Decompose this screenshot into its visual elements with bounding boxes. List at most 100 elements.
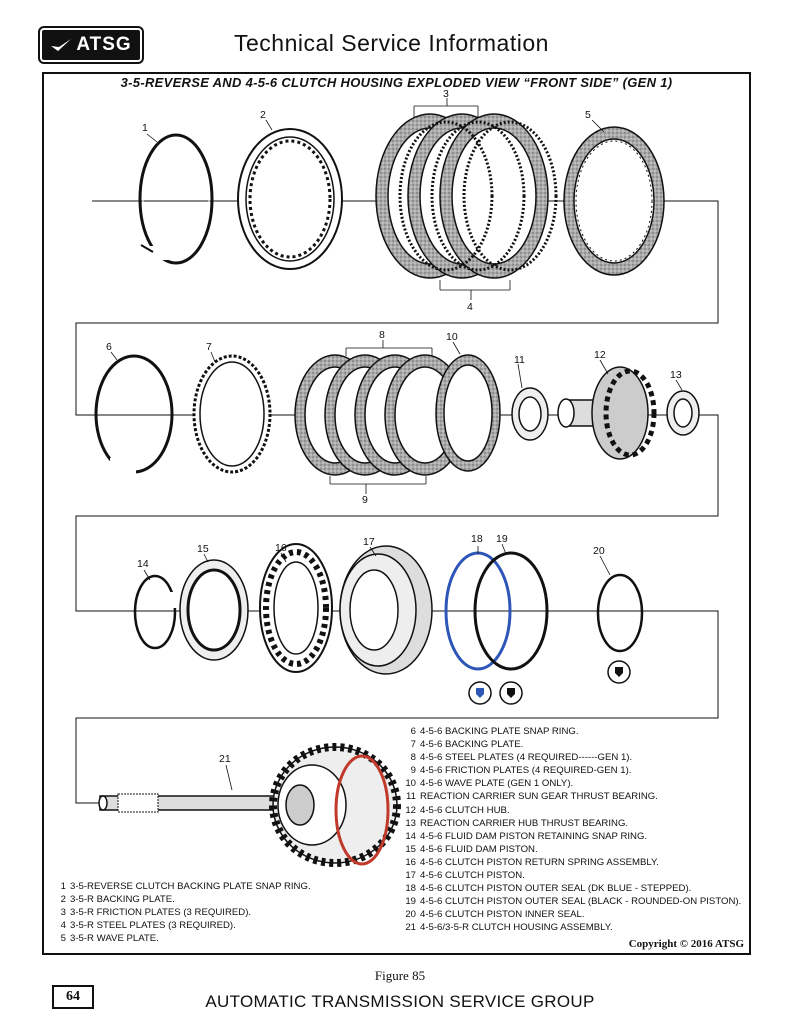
callout-numbers: 1 2 3 4 5 6 7 8 10 9 11 12 13 14 15 16 1… bbox=[106, 88, 682, 765]
part-7-backing-plate bbox=[192, 354, 272, 474]
legend-item-number: 1 bbox=[60, 881, 66, 892]
part-16-return-spring-assembly bbox=[259, 543, 333, 673]
legend-item-number: 13 bbox=[405, 817, 416, 829]
footer-text: AUTOMATIC TRANSMISSION SERVICE GROUP bbox=[205, 992, 595, 1011]
legend-item-number: 14 bbox=[405, 830, 416, 842]
seal-profile-icon-20 bbox=[607, 660, 631, 684]
legend-item-text: 4-5-6 CLUTCH PISTON OUTER SEAL (BLACK - … bbox=[420, 896, 742, 908]
legend-item-text: 4-5-6 FRICTION PLATES (4 REQUIRED-GEN 1)… bbox=[420, 765, 632, 777]
callout-18: 18 bbox=[471, 533, 483, 545]
legend-item: 7 4-5-6 BACKING PLATE. bbox=[402, 738, 741, 751]
legend-item-text: 4-5-6 BACKING PLATE SNAP RING. bbox=[420, 726, 579, 737]
part-21-clutch-housing bbox=[98, 743, 401, 867]
part-17-clutch-piston bbox=[339, 545, 433, 675]
page-title: Technical Service Information bbox=[234, 30, 549, 56]
page-number: 64 bbox=[52, 985, 94, 1009]
legend-item-number: 16 bbox=[405, 856, 416, 868]
callout-6: 6 bbox=[106, 341, 112, 353]
part-1-snap-ring bbox=[138, 133, 214, 265]
part-3-friction-plates bbox=[375, 113, 549, 279]
legend-item-text: 4-5-6 BACKING PLATE. bbox=[420, 739, 524, 751]
callout-9: 9 bbox=[362, 494, 368, 506]
part-20-inner-seal bbox=[596, 573, 644, 653]
legend-item-number: 4 bbox=[60, 920, 66, 932]
legend-item-number: 20 bbox=[405, 909, 416, 921]
legend-item: 4 3-5-R STEEL PLATES (3 REQUIRED). bbox=[52, 919, 311, 932]
callout-16: 16 bbox=[275, 542, 287, 554]
legend-item-text: 4-5-6 FLUID DAM PISTON. bbox=[420, 843, 538, 855]
legend-item: 19 4-5-6 CLUTCH PISTON OUTER SEAL (BLACK … bbox=[402, 895, 741, 908]
assembly-centerline bbox=[75, 200, 719, 804]
legend-item: 8 4-5-6 STEEL PLATES (4 REQUIRED------GEN… bbox=[402, 751, 741, 764]
part-5-wave-plate bbox=[563, 126, 665, 276]
legend-item-number: 21 bbox=[405, 922, 416, 934]
part-2-backing-plate bbox=[237, 128, 343, 270]
callout-15: 15 bbox=[197, 543, 209, 555]
part-13-thrust-bearing bbox=[666, 390, 700, 436]
legend-item-text: 4-5-6/3-5-R CLUTCH HOUSING ASSEMBLY. bbox=[420, 922, 613, 934]
callout-1: 1 bbox=[142, 122, 148, 134]
callout-17: 17 bbox=[363, 536, 375, 548]
seal-profile-icon-19 bbox=[499, 681, 523, 705]
legend-item-text: 4-5-6 CLUTCH PISTON. bbox=[420, 870, 525, 882]
legend-item: 1 3-5-REVERSE CLUTCH BACKING PLATE SNAP R… bbox=[52, 880, 311, 893]
legend-item-number: 2 bbox=[60, 894, 66, 906]
legend-item-text: 3-5-REVERSE CLUTCH BACKING PLATE SNAP RI… bbox=[70, 881, 311, 892]
callout-20: 20 bbox=[593, 545, 605, 557]
diagram-frame bbox=[42, 72, 751, 955]
seal-profile-icon-18 bbox=[468, 681, 492, 705]
legend-item-number: 10 bbox=[405, 778, 416, 790]
leader-lines bbox=[110, 98, 683, 791]
legend-item-text: 3-5-R STEEL PLATES (3 REQUIRED). bbox=[70, 920, 236, 932]
legend-item-number: 8 bbox=[410, 752, 416, 764]
logo-text: ATSG bbox=[76, 34, 132, 55]
legend-item-number: 6 bbox=[410, 726, 416, 737]
callout-4: 4 bbox=[467, 301, 473, 313]
callout-9-10: 10 bbox=[446, 331, 458, 343]
legend-item: 17 4-5-6 CLUTCH PISTON. bbox=[402, 869, 741, 882]
diagram-title: 3-5-REVERSE AND 4-5-6 CLUTCH HOUSING EXP… bbox=[120, 75, 673, 90]
callout-2: 2 bbox=[260, 109, 266, 121]
callout-7: 7 bbox=[206, 341, 212, 353]
copyright: Copyright © 2016 ATSG bbox=[628, 938, 744, 950]
part-15-fluid-dam-piston bbox=[179, 559, 249, 661]
legend-item-number: 19 bbox=[405, 896, 416, 908]
legend-item-number: 7 bbox=[410, 739, 416, 751]
legend-item: 14 4-5-6 FLUID DAM PISTON RETAINING SNAP … bbox=[402, 830, 741, 843]
part-14-snap-ring bbox=[133, 574, 180, 650]
legend-item: 9 4-5-6 FRICTION PLATES (4 REQUIRED-GEN 1… bbox=[402, 764, 741, 777]
callout-5: 5 bbox=[585, 109, 591, 121]
callout-13: 13 bbox=[670, 369, 682, 381]
legend-item-text: 4-5-6 FLUID DAM PISTON RETAINING SNAP RI… bbox=[420, 830, 648, 842]
legend-item-number: 18 bbox=[405, 883, 416, 895]
legend-item-text: REACTION CARRIER SUN GEAR THRUST BEARING… bbox=[420, 791, 658, 803]
callout-14: 14 bbox=[137, 558, 149, 570]
part-4-steel-plates bbox=[398, 120, 558, 272]
legend-item-text: 4-5-6 CLUTCH PISTON INNER SEAL. bbox=[420, 909, 585, 921]
legend-item-number: 9 bbox=[410, 765, 416, 777]
legend-right: 6 4-5-6 BACKING PLATE SNAP RING. 7 4-5-6 BA… bbox=[402, 725, 741, 935]
part-19-outer-seal-black bbox=[473, 551, 549, 671]
part-6-snap-ring bbox=[94, 354, 174, 476]
legend-item-text: REACTION CARRIER HUB THRUST BEARING. bbox=[420, 817, 629, 829]
figure-caption: Figure 85 bbox=[374, 968, 426, 983]
part-8-9-clutch-pack bbox=[294, 354, 466, 476]
callout-21: 21 bbox=[219, 753, 231, 765]
legend-item: 21 4-5-6/3-5-R CLUTCH HOUSING ASSEMBLY. bbox=[402, 921, 741, 934]
legend-item-number: 11 bbox=[406, 791, 416, 803]
legend-item-number: 3 bbox=[60, 907, 66, 919]
callout-12: 12 bbox=[594, 349, 606, 361]
callout-11: 11 bbox=[514, 354, 525, 366]
atsg-logo: ATSG bbox=[38, 26, 144, 64]
legend-item-text: 4-5-6 CLUTCH PISTON OUTER SEAL (DK BLUE … bbox=[420, 883, 692, 895]
legend-item-number: 17 bbox=[405, 870, 416, 882]
legend-item-text: 4-5-6 STEEL PLATES (4 REQUIRED------GEN … bbox=[420, 752, 633, 764]
legend-item-text: 3-5-R WAVE PLATE. bbox=[70, 933, 159, 945]
